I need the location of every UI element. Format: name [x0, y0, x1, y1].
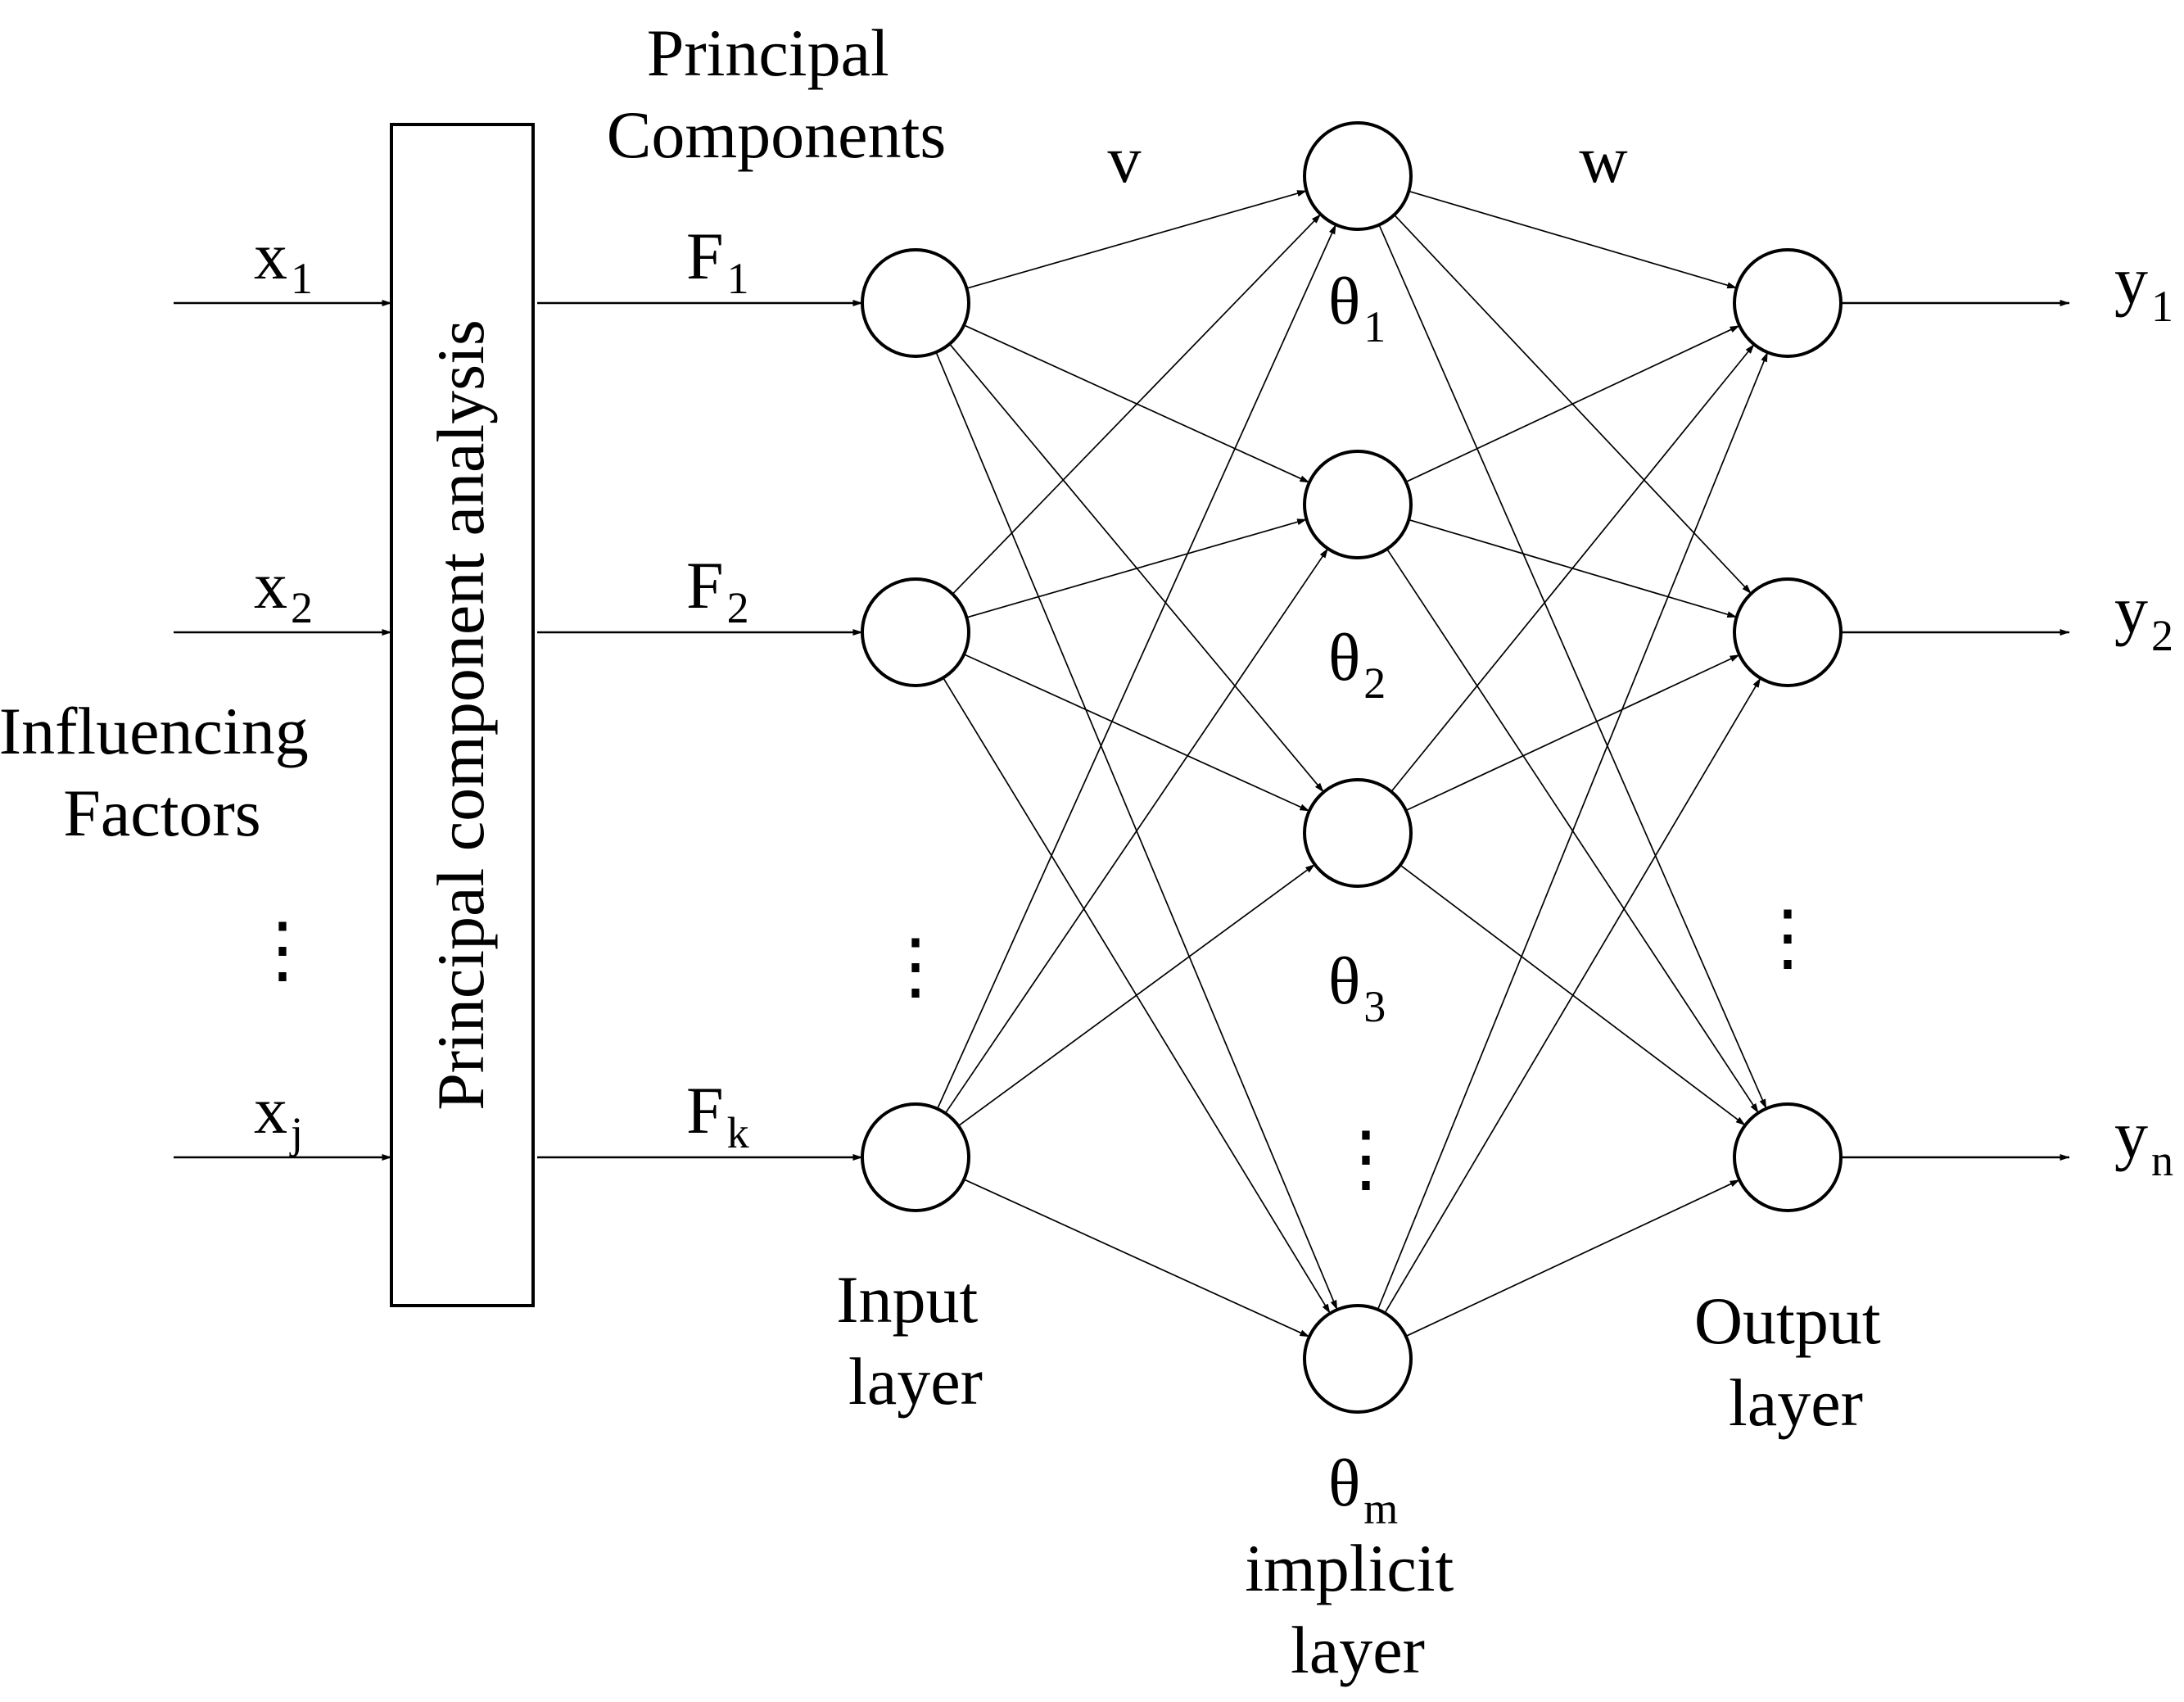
output-node-1	[1733, 248, 1843, 358]
output-label-1: y1	[2114, 243, 2173, 331]
input-layer-ellipsis: ⋮	[879, 926, 952, 1007]
input-node-1	[861, 248, 970, 358]
edge-h4-out2	[1384, 677, 1761, 1314]
connections-layer	[174, 190, 2070, 1338]
input-layer-label: Input layer	[836, 1262, 995, 1419]
edge-in3-h2	[944, 548, 1329, 1114]
edge-h3-out2	[1405, 654, 1740, 812]
edge-in3-h4	[963, 1179, 1310, 1338]
input-factor-label-1: x1	[254, 219, 313, 303]
edge-h4-out3	[1405, 1179, 1740, 1338]
pca-box-label: Principal component analysis	[423, 319, 498, 1111]
nodes-layer	[861, 121, 1843, 1414]
hidden-node-label-1: θ1	[1328, 264, 1386, 351]
input-factor-label-2: x2	[254, 548, 313, 632]
output-node-2	[1733, 577, 1843, 687]
input-factor-label-3: xj	[254, 1073, 303, 1157]
edge-in2-h1	[952, 214, 1322, 595]
component-label-2: F2	[686, 548, 749, 632]
output-node-3	[1733, 1102, 1843, 1212]
output-layer-ellipsis: ⋮	[1751, 898, 1825, 979]
edge-h4-out1	[1377, 351, 1769, 1310]
component-label-1: F1	[686, 219, 749, 303]
edge-in3-h3	[957, 863, 1316, 1127]
edge-h1-out1	[1409, 190, 1738, 289]
weight-w-label: w	[1579, 122, 1627, 197]
inputs-ellipsis: ⋮	[246, 910, 319, 991]
input-node-3	[861, 1102, 970, 1212]
hidden-node-4	[1303, 1304, 1413, 1414]
hidden-node-3	[1303, 778, 1413, 888]
influencing-factors-label: Influencing Factors	[0, 694, 325, 850]
output-label-2: y2	[2114, 573, 2173, 660]
output-layer-label: Output layer	[1694, 1283, 1897, 1440]
hidden-node-label-4: θm	[1328, 1446, 1398, 1533]
hidden-node-label-2: θ2	[1328, 620, 1386, 708]
edge-in2-h3	[963, 654, 1310, 812]
hidden-node-2	[1303, 450, 1413, 559]
component-label-3: Fk	[686, 1073, 749, 1157]
edge-h3-out1	[1390, 343, 1755, 793]
edge-h1-out3	[1378, 224, 1767, 1109]
hidden-node-1	[1303, 121, 1413, 231]
edge-h2-out1	[1405, 324, 1740, 483]
hidden-node-label-3: θ3	[1328, 944, 1386, 1031]
principal-components-label: Principal Components	[607, 16, 947, 172]
input-node-2	[861, 577, 970, 687]
edge-in2-h2	[966, 518, 1308, 618]
edge-in1-h1	[966, 190, 1308, 289]
implicit-layer-label: implicit layer	[1245, 1531, 1471, 1687]
pca-box	[390, 123, 535, 1307]
hidden-layer-ellipsis: ⋮	[1329, 1119, 1403, 1200]
weight-v-label: v	[1108, 122, 1142, 197]
output-label-3: yn	[2114, 1098, 2173, 1185]
edge-in3-h1	[936, 224, 1337, 1110]
